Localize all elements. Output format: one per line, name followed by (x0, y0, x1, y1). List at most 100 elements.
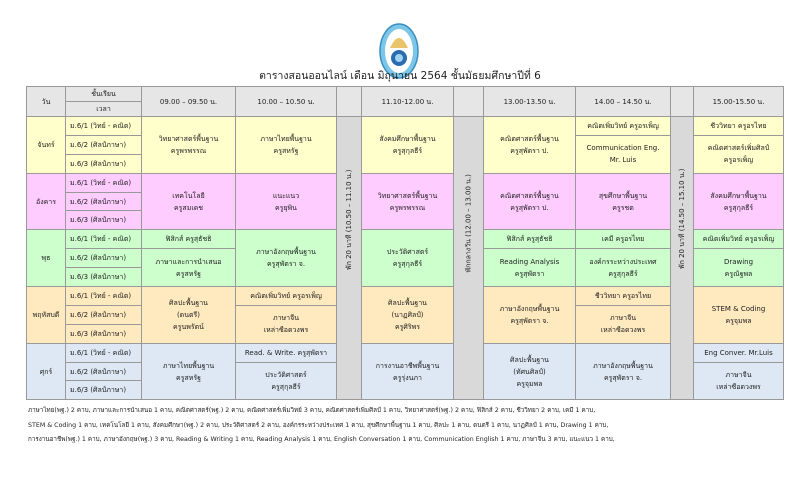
lesson-text: ครูสมเดช (173, 203, 204, 212)
break-column: พักกลางวัน (12.00 – 13.00 น.) (453, 115, 484, 401)
lesson-text: (นาฏศิลป์) (391, 310, 424, 319)
table-row: ม.6/3 (ศิลป์ภาษา) (27, 323, 784, 344)
lesson-text: ภาษาอังกฤษพื้นฐาน (256, 248, 316, 257)
summary-line: การงานอาชีพ(พฐ.) 1 คาบ, ภาษาอังกฤษ(พฐ.) … (28, 436, 615, 443)
lesson-text: ภาษาจีน (273, 314, 299, 323)
lesson-cell: สังคมศึกษาพื้นฐานครูสุกุลธีร์ (693, 172, 784, 231)
lesson-text: ประวัติศาสตร์ (265, 370, 307, 379)
lesson-cell: ศิลปะพื้นฐาน(นาฏศิลป์)ครูศิริพร (361, 286, 454, 344)
lesson-text: สังคมศึกษาพื้นฐาน (379, 134, 436, 143)
timetable: วัน ชั้นเรียน 09.00 – 09.50 น. 10.00 – 1… (26, 86, 784, 401)
header-time: เวลา (65, 101, 142, 117)
day-cell: พฤหัสบดี (26, 286, 66, 344)
lesson-text: Communication Eng. (586, 144, 660, 153)
table-row: พฤหัสบดีม.6/1 (วิทย์ - คณิต)ศิลปะพื้นฐาน… (26, 286, 784, 344)
lesson-text: วิทยาศาสตร์พื้นฐาน (377, 191, 438, 200)
lesson-text: เคมี ครูอรไทย (601, 235, 645, 244)
table-row: ศุกร์ม.6/1 (วิทย์ - คณิต)ภาษาไทยพื้นฐานค… (26, 342, 784, 401)
lesson-text: ครูนพรัตน์ (173, 322, 204, 331)
lesson-cell: Drawing ครูณัฐพล (693, 248, 784, 288)
lesson-cell: ภาษาอังกฤษพื้นฐานครูสุพัตรา จ. (483, 286, 576, 344)
header-class: ชั้นเรียน (65, 86, 142, 102)
day-cell: อังคาร (26, 172, 66, 231)
table-row: อังคารม.6/1 (วิทย์ - คณิต)เทคโนโลยีครูสม… (26, 172, 784, 231)
lesson-cell: ศิลปะพื้นฐาน (ทัศนศิลป์) ครูจุมพล (483, 342, 576, 401)
class-cell: ม.6/3 (ศิลป์ภาษา) (65, 267, 142, 288)
table-row: พุธม.6/1 (วิทย์ - คณิต)ฟิสิกส์ ครูสุธัชธ… (26, 229, 784, 288)
day-cell: พุธ (26, 229, 66, 288)
class-cell: ม.6/3 (ศิลป์ภาษา) (65, 380, 142, 401)
lesson-cell: ชีววิทยา ครูอรไทย (693, 116, 784, 136)
header-slot-5: 14.00 – 14.50 น. (575, 86, 671, 117)
table-row: ม.6/3 (ศิลป์ภาษา) (27, 153, 784, 174)
table-row: ม.6/3 (ศิลป์ภาษา) (27, 210, 784, 231)
lesson-text: คณิตศาสตร์พื้นฐาน (500, 191, 559, 200)
lesson-text: ครูสุกุลธีร์ (608, 269, 638, 278)
header-slot-3: 11.10-12.00 น. (361, 86, 454, 117)
break-column: พัก 20 นาที (14.50 – 15.10 น.) (670, 115, 694, 401)
lesson-text: สุขศึกษาพื้นฐาน (598, 191, 648, 200)
lesson-cell: ฟิสิกส์ ครูสุธัชธิ (141, 229, 236, 250)
break-label: พัก 20 นาที (14.50 – 15.10 น.) (678, 168, 686, 270)
lesson-text: ครูรุ่งนภา (393, 373, 422, 382)
lesson-text: (ทัศนศิลป์) (513, 367, 546, 376)
lesson-cell: แนะแนวครูยุพิน (235, 172, 337, 231)
lesson-text: ครูศิริพร (394, 322, 421, 331)
class-cell: ม.6/3 (ศิลป์ภาษา) (65, 210, 142, 231)
table-row: ม.6/3 (ศิลป์ภาษา) (27, 380, 784, 401)
break-label: พักกลางวัน (12.00 – 13.00 น.) (464, 174, 473, 273)
lesson-text: เหล่าซือดวงพร (600, 326, 646, 335)
lesson-cell: Read. & Write. ครูสุพัตรา (235, 342, 337, 363)
lesson-text: ครูจุมพล (516, 379, 543, 388)
lesson-text: ครูสุพัตรา จ. (266, 260, 306, 269)
lesson-text: ครูสุกุลธีร์ (271, 382, 301, 391)
class-cell: ม.6/2 (ศิลป์ภาษา) (65, 248, 142, 269)
lesson-cell: คณิตศาสตร์พื้นฐานครูสุพัตรา ป. (483, 116, 576, 174)
header-break-3 (670, 86, 694, 117)
lesson-text: สังคมศึกษาพื้นฐาน (710, 191, 767, 200)
lesson-text: Reading Analysis (499, 257, 560, 266)
lesson-text: ภาษาไทยพื้นฐาน (260, 134, 312, 143)
lesson-cell: ภาษาอังกฤษพื้นฐานครูสุพัตรา จ. (575, 342, 671, 401)
table-row: ม.6/2 (ศิลป์ภาษา)ภาษาจีนเหล่าซือดวงพรภาษ… (27, 304, 784, 344)
lesson-text: คณิตศาสตร์เพิ่มศิลป์ (707, 144, 770, 153)
lesson-cell: คณิตศาสตร์เพิ่มศิลป์ครูอรเพ็ญ (693, 134, 784, 174)
lesson-text: (ดนตรี) (176, 310, 201, 319)
header-break-2 (453, 86, 484, 117)
lesson-text: ศิลปะพื้นฐาน (510, 355, 549, 364)
lesson-cell: ฟิสิกส์ ครูสุธัชธิ (483, 229, 576, 250)
lesson-text: Drawing (723, 257, 754, 266)
table-row: ม.6/2 (ศิลป์ภาษา)Communication Eng.Mr. L… (27, 134, 784, 174)
lesson-cell: คณิตเพิ่มวิทย์ ครูอรเพ็ญ (575, 116, 671, 136)
lesson-text: เทคโนโลยี (172, 191, 205, 200)
lesson-text: ครูณัฐพล (724, 269, 753, 278)
class-cell: ม.6/2 (ศิลป์ภาษา) (65, 191, 142, 212)
lesson-text: การงานอาชีพพื้นฐาน (375, 361, 440, 370)
class-cell: ม.6/1 (วิทย์ - คณิต) (65, 342, 142, 363)
break-column: พัก 20 นาที (10.50 – 11.10 น.) (336, 115, 362, 401)
lesson-text: ภาษาจีน (610, 314, 636, 323)
lesson-text: ครูอรเพ็ญ (723, 156, 754, 165)
lesson-text: ครูยุพิน (275, 203, 297, 212)
lesson-text: ครูสุกุลธีร์ (392, 146, 423, 155)
lesson-cell: สังคมศึกษาพื้นฐานครูสุกุลธีร์ (361, 116, 454, 174)
lesson-cell: ภาษาและการนำเสนอครูสหรัฐ (141, 248, 236, 288)
lesson-cell: เทคโนโลยีครูสมเดช (141, 172, 236, 231)
lesson-cell: ภาษาจีนเหล่าซือดวงพร (693, 361, 784, 401)
lesson-text: Eng Conver. Mr.Luis (704, 348, 773, 357)
lesson-text: ครูสุกุลธีร์ (723, 203, 754, 212)
lesson-text: ฟิสิกส์ ครูสุธัชธิ (165, 235, 212, 244)
lesson-cell: ภาษาจีนเหล่าซือดวงพร (575, 304, 671, 344)
lesson-text: ครูสุพัตรา จ. (603, 373, 643, 382)
lesson-text: คณิตเพิ่มวิทย์ ครูอรเพ็ญ (587, 121, 659, 130)
lesson-cell: ประวัติศาสตร์ครูสุกุลธีร์ (361, 229, 454, 288)
lesson-text: ครูสุพัตรา ป. (510, 146, 549, 155)
lesson-text: แนะแนว (272, 191, 300, 200)
lesson-text: ภาษาไทยพื้นฐาน (162, 361, 215, 370)
page-title: ตารางสอนออนไลน์ เดือน มิถุนายน 2564 ชั้น… (259, 70, 541, 82)
lesson-text: ฟิสิกส์ ครูสุธัชธิ (506, 235, 553, 244)
lesson-cell: องค์กรระหว่างประเทศครูสุกุลธีร์ (575, 248, 671, 288)
lesson-cell: ภาษาไทยพื้นฐานครูสหรัฐ (235, 116, 337, 174)
lesson-text: ครูรชต (612, 203, 634, 212)
